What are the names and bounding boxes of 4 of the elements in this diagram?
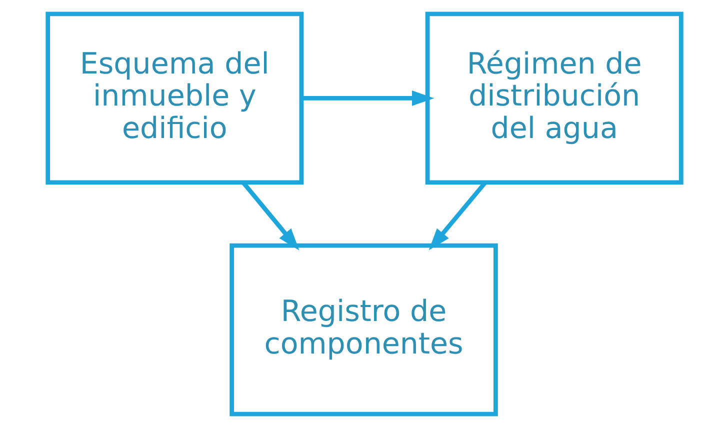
node-box: Registro de componentes (229, 243, 498, 416)
arrow (300, 90, 434, 106)
node-box: Régimen de distribución del agua (424, 12, 683, 185)
node-box: Esquema del inmueble y edificio (45, 12, 304, 185)
